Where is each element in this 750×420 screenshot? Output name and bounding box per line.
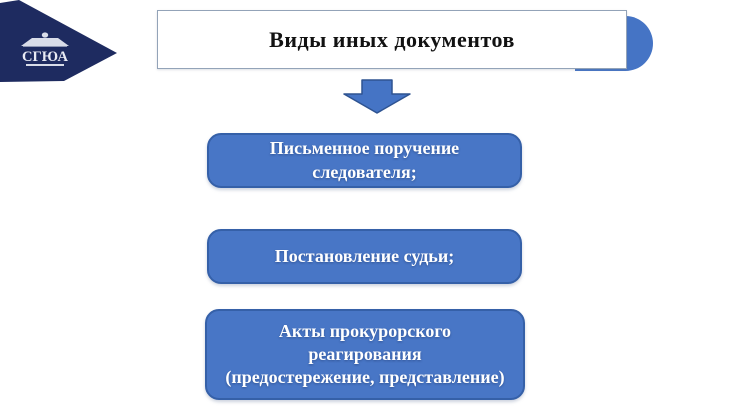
flow-box-text-line: следователя; [312, 161, 417, 182]
flow-box-text-line: (предостережение, представление) [225, 367, 505, 388]
university-logo: СГЮА [0, 0, 117, 82]
flow-box-judge-ruling: Постановление судьи; [207, 229, 522, 284]
flow-box-text-line: реагирования [308, 343, 422, 364]
page-title: Виды иных документов [269, 26, 515, 52]
flow-box-text-line: Постановление судьи; [274, 245, 455, 266]
flow-box-text-line: Акты прокурорского [278, 320, 452, 341]
logo-acronym: СГЮА [22, 49, 68, 65]
title-banner: Виды иных документов [157, 10, 627, 69]
down-arrow-icon [343, 79, 411, 114]
flow-box-text-line: Письменное поручение [269, 138, 460, 159]
logo-underline [26, 64, 64, 66]
flow-box-written-instruction: Письменное поручение следователя; [207, 133, 522, 188]
flow-box-prosecutor-acts: Акты прокурорского реагирования (предост… [205, 309, 525, 400]
classical-building-icon [21, 32, 69, 47]
